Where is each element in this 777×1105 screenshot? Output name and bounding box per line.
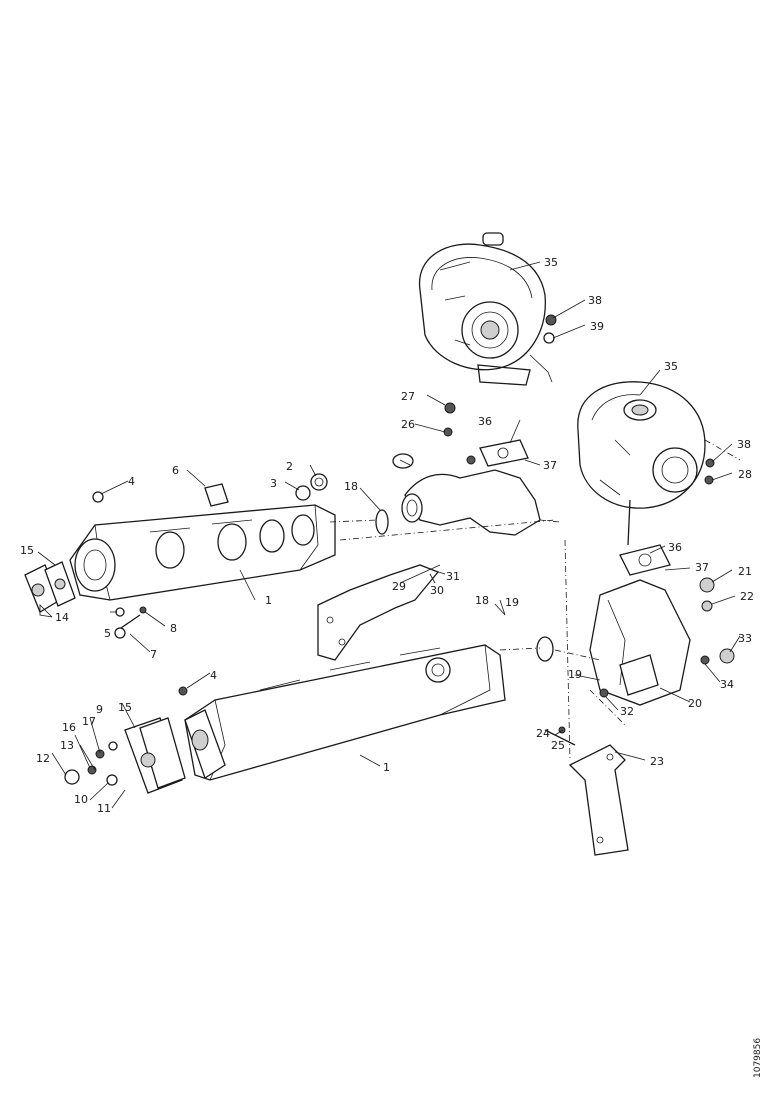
turbocharger-right (577, 381, 706, 546)
leader-lines (37, 261, 741, 809)
callout-31: 31 (446, 570, 460, 583)
callout-34: 34 (720, 678, 734, 691)
callout-2: 2 (286, 460, 293, 473)
turbocharger-upper (418, 232, 553, 386)
callout-39: 39 (590, 320, 604, 333)
callout-15-lower: 15 (118, 701, 132, 714)
callout-16: 16 (62, 721, 76, 734)
callout-labels: 1 2 3 4 5 6 7 8 9 10 11 12 13 14 15 16 1… (20, 256, 754, 815)
callout-19: 19 (568, 668, 582, 681)
callout-20: 20 (688, 697, 702, 710)
flange-assembly-upper (24, 561, 76, 613)
callout-35-upper: 35 (544, 256, 558, 269)
callout-22: 22 (740, 590, 754, 603)
callout-36-upper: 36 (478, 415, 492, 428)
bracket-lower (544, 729, 629, 856)
callout-13: 13 (60, 739, 74, 752)
callout-1-lower: 1 (383, 761, 390, 774)
callout-18: 18 (344, 480, 358, 493)
callout-24: 24 (536, 727, 550, 740)
callout-37-right: 37 (695, 561, 709, 574)
callout-21: 21 (738, 565, 752, 578)
callout-29: 29 (392, 580, 406, 593)
callout-18-lower: 18 (475, 594, 489, 607)
callout-25: 25 (551, 739, 565, 752)
exhaust-manifold-upper (69, 504, 336, 601)
callout-3: 3 (270, 477, 277, 490)
exhaust-manifold-lower (184, 644, 506, 781)
callout-28: 28 (738, 468, 752, 481)
callout-11: 11 (97, 802, 111, 815)
callout-32: 32 (620, 705, 634, 718)
callout-35-right: 35 (664, 360, 678, 373)
callout-23: 23 (650, 755, 664, 768)
callout-19-upper: 19 (505, 596, 519, 609)
document-id: 1079856 (753, 1038, 763, 1078)
callout-37: 37 (543, 459, 557, 472)
callout-4-lower: 4 (210, 669, 217, 682)
callout-1-upper: 1 (265, 594, 272, 607)
callout-6: 6 (172, 464, 179, 477)
callout-7: 7 (150, 648, 157, 661)
callout-30: 30 (430, 584, 444, 597)
callout-17: 17 (82, 715, 96, 728)
callout-8: 8 (170, 622, 177, 635)
callout-12: 12 (36, 752, 50, 765)
callout-38-right: 38 (737, 438, 751, 451)
assembly-axis-lines (329, 439, 741, 761)
callout-15-upper: 15 (20, 544, 34, 557)
callout-26: 26 (401, 418, 415, 431)
callout-4-upper: 4 (128, 475, 135, 488)
callout-36: 36 (668, 541, 682, 554)
callout-33: 33 (738, 632, 752, 645)
fittings-upper (92, 473, 328, 639)
callout-9: 9 (96, 703, 103, 716)
callout-10: 10 (74, 793, 88, 806)
bracket-upper (317, 564, 440, 661)
callout-14: 14 (55, 611, 69, 624)
callout-5: 5 (104, 627, 111, 640)
elbow-pipe-right (536, 314, 735, 734)
callout-27: 27 (401, 390, 415, 403)
connection-pipe (375, 402, 541, 536)
callout-38: 38 (588, 294, 602, 307)
flange-assembly-lower (64, 686, 188, 794)
